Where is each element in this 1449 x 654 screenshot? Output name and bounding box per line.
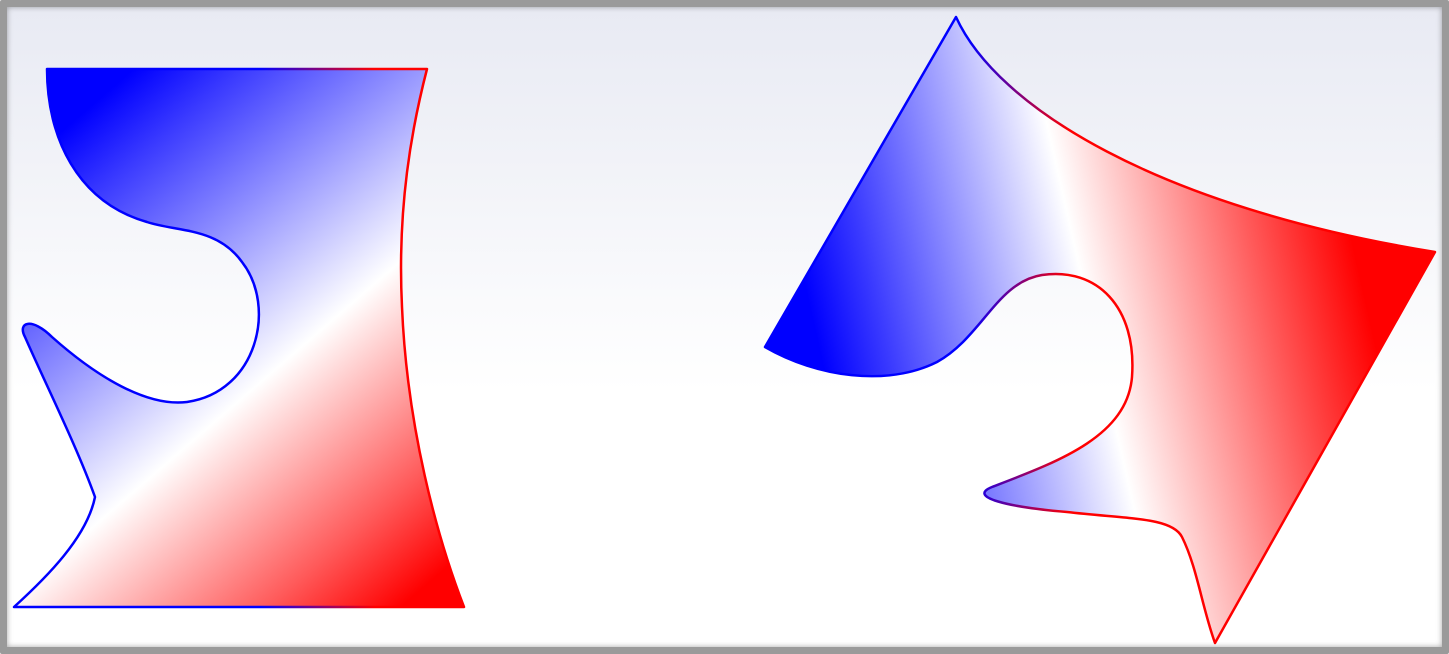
right-deformed-shape[interactable] xyxy=(763,15,1437,645)
render-viewport[interactable] xyxy=(7,7,1442,647)
left-deformed-shape[interactable] xyxy=(12,67,466,609)
scene-canvas xyxy=(7,7,1442,647)
